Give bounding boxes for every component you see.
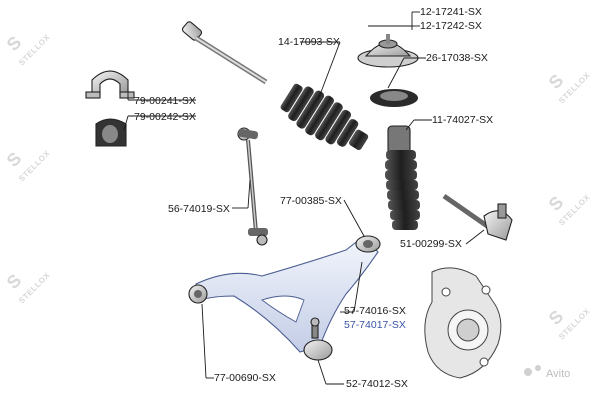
watermark-text: STELLOX (17, 32, 52, 67)
badge-dot-icon (535, 365, 541, 371)
leader-lines (123, 11, 485, 385)
watermark-left: S STELLOX S STELLOX S STELLOX (3, 32, 52, 305)
watermark-logo: S (3, 270, 26, 293)
watermark-logo: S (545, 70, 568, 93)
arm-bushing-icon (188, 284, 208, 304)
part-label: 57-74017-SX (344, 319, 406, 331)
part-labels: 12-17241-SX 12-17242-SX 14-17093-SX 26-1… (134, 6, 493, 390)
watermark-right: S STELLOX S STELLOX S STELLOX (545, 70, 592, 341)
part-label: 12-17241-SX (420, 6, 482, 18)
badge-dot-icon (524, 368, 532, 376)
watermark-logo: S (545, 306, 568, 329)
part-label: 57-74016-SX (344, 305, 406, 317)
bearing-ring-icon (370, 89, 418, 107)
stabilizer-link-icon (237, 127, 268, 246)
part-label: 12-17242-SX (420, 20, 482, 32)
part-label: 11-74027-SX (432, 114, 493, 126)
tie-rod-boot-icon (280, 83, 369, 151)
ball-joint-icon (303, 317, 333, 361)
part-label: 79-00242-SX (134, 111, 196, 123)
watermark-text: STELLOX (17, 270, 52, 305)
badge-text: Avito (546, 368, 570, 380)
part-label: 51-00299-SX (400, 238, 462, 250)
watermark-logo: S (3, 148, 26, 171)
strut-mount-icon (357, 34, 419, 68)
marketplace-badge: Avito (524, 365, 570, 380)
watermark-logo: S (545, 192, 568, 215)
watermark-logo: S (3, 32, 26, 55)
part-label: 77-00690-SX (214, 372, 276, 384)
control-arm-icon (195, 235, 381, 353)
part-label: 26-17038-SX (426, 52, 488, 64)
part-label: 14-17093-SX (278, 36, 340, 48)
shock-boot-icon (385, 125, 420, 230)
watermark-text: STELLOX (17, 148, 52, 183)
inner-tie-rod-icon (181, 21, 268, 85)
bracket-icon (85, 70, 135, 99)
part-label: 79-00241-SX (134, 95, 196, 107)
steering-knuckle-icon (424, 267, 502, 379)
part-label: 52-74012-SX (346, 378, 408, 390)
tie-rod-end-icon (442, 193, 513, 241)
part-label: 77-00385-SX (280, 195, 342, 207)
bushing-icon (95, 118, 127, 147)
part-label: 56-74019-SX (168, 203, 230, 215)
